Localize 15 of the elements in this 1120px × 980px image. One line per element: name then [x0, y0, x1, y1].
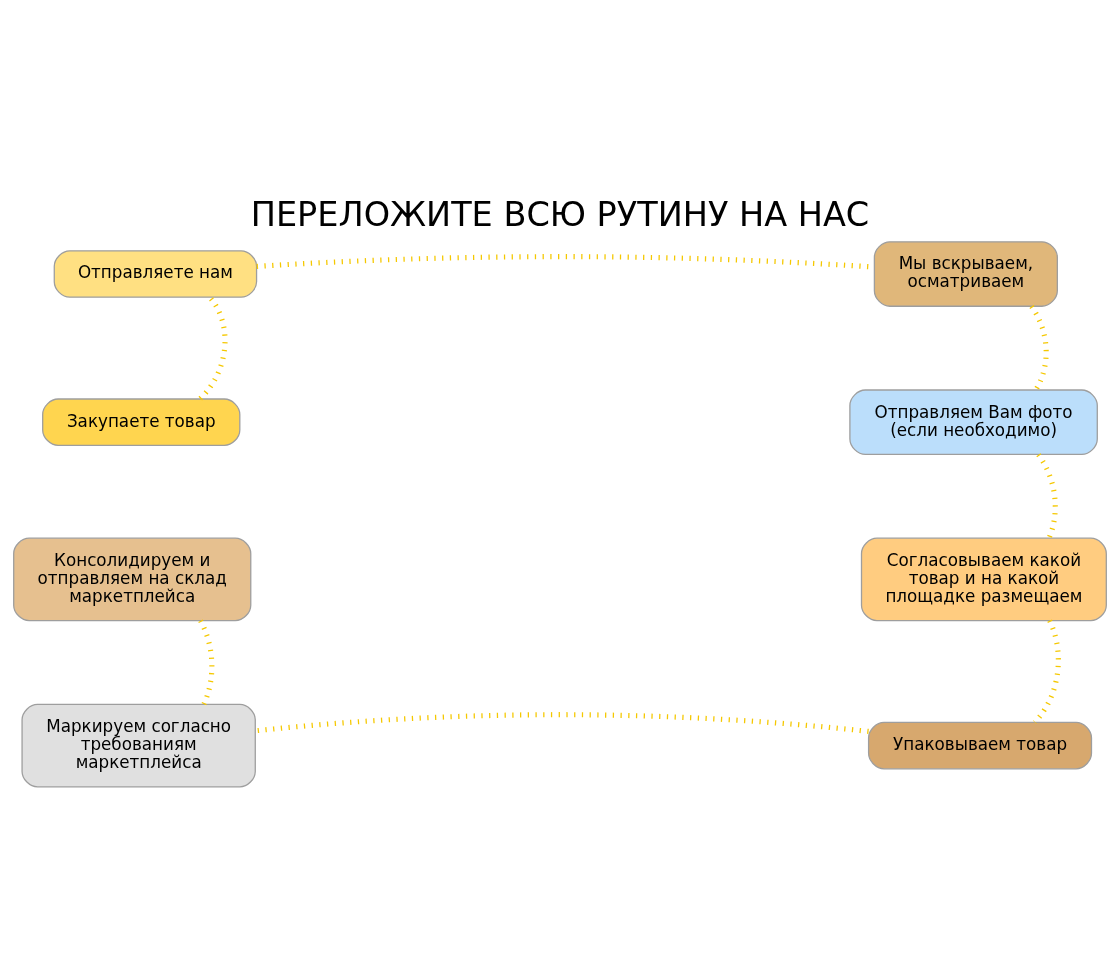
node-box: Упаковываем товар — [867, 721, 1093, 769]
connector — [198, 619, 215, 705]
connector — [1036, 452, 1058, 539]
node-box: Мы вскрываем, осматриваем — [873, 240, 1058, 307]
node-box: Согласовываем какой товар и на какой площадке размещаем — [860, 537, 1107, 621]
diagram-title: ПЕРЕЛОЖИТЕ ВСЮ РУТИНУ НА НАС — [250, 194, 870, 234]
node-box: Отправляем Вам фото (если необходимо) — [849, 388, 1098, 455]
connector — [255, 711, 869, 734]
connector — [1032, 619, 1061, 724]
node-box: Консолидируем и отправляем на склад маркетплейса — [13, 537, 252, 621]
node-box: Отправляете нам — [53, 249, 258, 298]
node-box: Закупаете товар — [42, 397, 241, 446]
connector — [1029, 304, 1049, 391]
connector — [198, 295, 228, 400]
node-box: Маркируем согласно требованиям маркетплейса — [21, 703, 256, 787]
